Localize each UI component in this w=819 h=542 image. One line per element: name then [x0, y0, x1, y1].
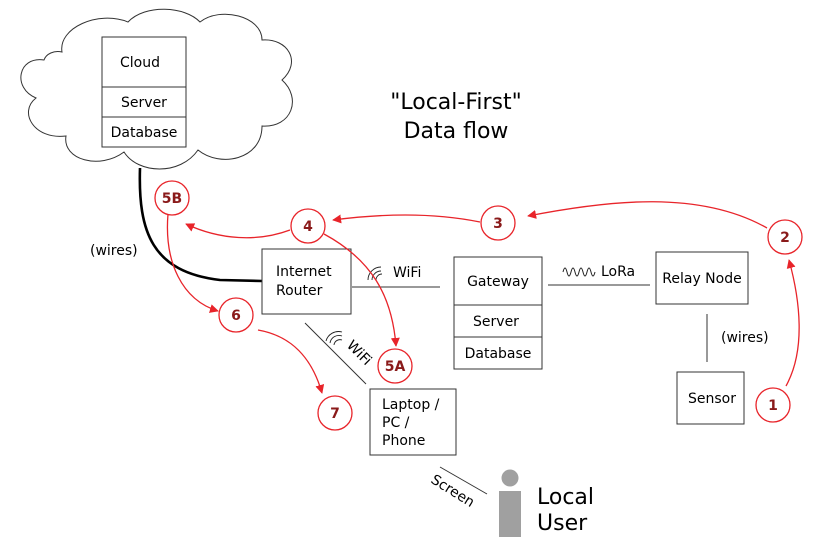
router-label-line2: Router	[276, 283, 323, 299]
local-user-label-line2: User	[537, 511, 588, 536]
gateway-database-label: Database	[465, 346, 532, 362]
arrow-5b-to-6	[166, 213, 219, 313]
router-wifi-label: WiFi	[393, 265, 421, 281]
cloud-router-wire	[138, 167, 263, 283]
step-5a: 5A	[377, 348, 413, 384]
cloud-server-label: Server	[121, 95, 167, 111]
sensor-box	[676, 371, 745, 425]
step-6: 6	[218, 297, 254, 333]
gateway-box	[453, 256, 543, 306]
relay-node-label: Relay Node	[662, 271, 741, 287]
gateway-label: Gateway	[467, 274, 529, 290]
arrow-1-to-2	[785, 259, 800, 387]
cloud-box	[101, 36, 187, 88]
lora-label: LoRa	[601, 264, 635, 280]
device-label-line3: Phone	[382, 433, 425, 449]
step-7: 7	[317, 395, 353, 431]
step-3-label: 3	[493, 216, 503, 232]
device-label-line1: Laptop /	[382, 397, 440, 413]
screen-link	[439, 466, 488, 495]
step-2-label: 2	[780, 230, 790, 246]
arrow-4-to-5b	[185, 223, 291, 239]
step-2: 2	[767, 219, 803, 255]
gateway-database-box	[453, 336, 543, 370]
step-7-label: 7	[330, 406, 340, 422]
flow-arrows	[166, 201, 800, 394]
step-3: 3	[480, 205, 516, 241]
gateway-stack: Gateway Server Database	[453, 256, 543, 370]
relay-node-box	[655, 251, 749, 305]
local-user-label-line1: Local	[537, 485, 594, 510]
device-wifi-label: WiFi	[343, 338, 374, 369]
cloud-database-label: Database	[111, 125, 178, 141]
step-5b: 5B	[154, 180, 190, 216]
screen-label: Screen	[428, 472, 477, 511]
step-4: 4	[290, 208, 326, 244]
step-1: 1	[755, 387, 791, 423]
sensor-label: Sensor	[688, 391, 736, 407]
step-1-label: 1	[768, 398, 778, 414]
gateway-server-label: Server	[473, 314, 519, 330]
arrow-4-to-5a	[323, 233, 400, 347]
arrow-6-to-7	[257, 329, 325, 394]
cloud-wires-label: (wires)	[90, 243, 138, 259]
router-label-line1: Internet	[276, 264, 332, 280]
router-device-link	[304, 322, 367, 385]
device-wifi-icon	[325, 331, 343, 346]
step-5a-label: 5A	[385, 359, 406, 375]
device-box	[369, 388, 457, 456]
diagram-title-line1: "Local-First"	[390, 90, 522, 115]
cloud-database-box	[101, 116, 187, 148]
cloud-stack: Cloud Server Database	[101, 36, 187, 148]
router-box	[261, 248, 352, 315]
diagram-title-line2: Data flow	[404, 119, 509, 144]
user-icon	[499, 469, 521, 537]
lora-wave-icon	[562, 267, 596, 277]
step-6-label: 6	[231, 308, 241, 324]
device-label-line2: PC /	[382, 415, 410, 431]
sensor-wires-label: (wires)	[721, 330, 769, 346]
arrow-2-to-3	[527, 201, 768, 229]
cloud-label: Cloud	[120, 55, 160, 71]
step-4-label: 4	[303, 219, 313, 235]
gateway-server-box	[453, 304, 543, 338]
step-5b-label: 5B	[162, 191, 182, 207]
arrow-3-to-4	[332, 214, 481, 224]
